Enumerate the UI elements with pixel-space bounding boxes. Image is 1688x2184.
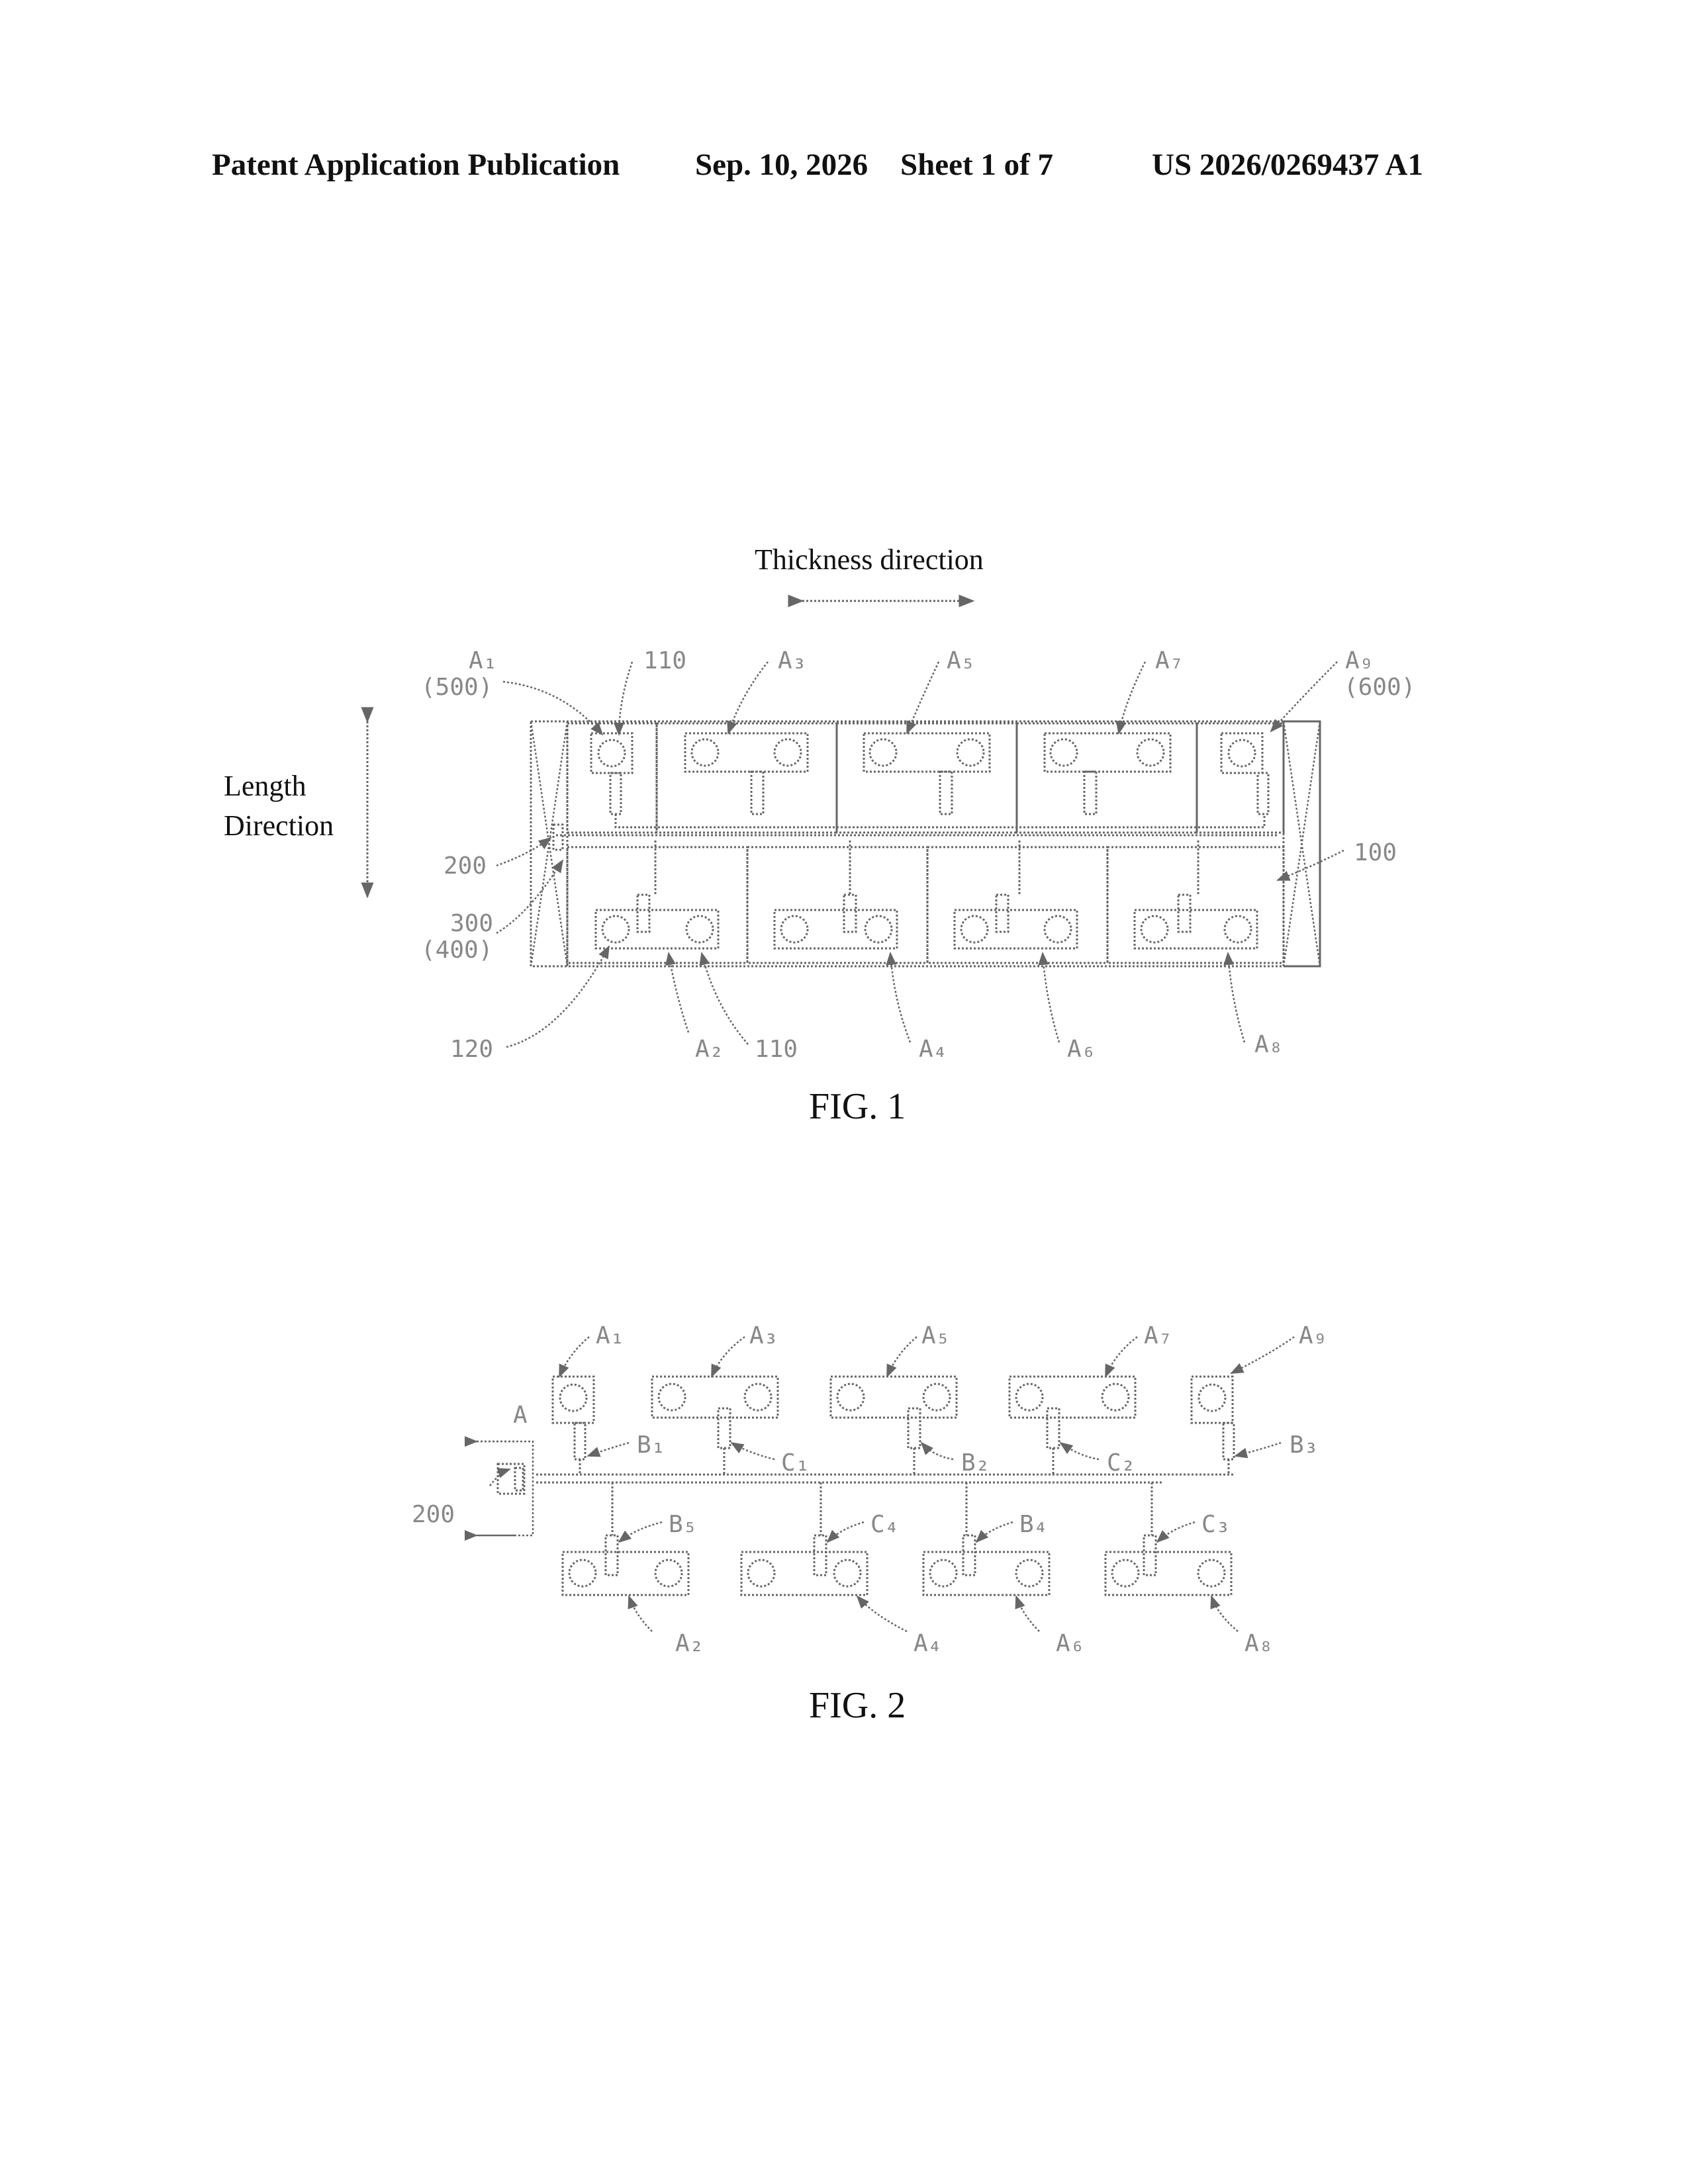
cell-a1	[567, 723, 657, 833]
fig2-label-a9: A₉	[1299, 1322, 1327, 1349]
fig2-label-a6: A₆	[1056, 1630, 1084, 1657]
label-400: (400)	[421, 936, 492, 964]
label-a3: A₃	[778, 647, 806, 674]
cell-a3	[657, 723, 837, 833]
label-a8: A₈	[1254, 1031, 1283, 1058]
fig2-label-a1: A₁	[596, 1322, 624, 1349]
fig2-label-a7: A₇	[1144, 1322, 1172, 1349]
label-300: 300	[450, 910, 493, 937]
fig2-label-b1: B₁	[637, 1432, 665, 1459]
label-a9: A₉	[1345, 647, 1374, 674]
fig2-label-b3: B₃	[1289, 1432, 1318, 1459]
fig2-label-a2: A₂	[675, 1630, 704, 1657]
cell-a2	[567, 847, 747, 963]
figure-2: A₁ A₃ A₅ A₇ A₉ A B₁ C₁ B₂ C₂ B₃ 200 B₅ C…	[412, 1322, 1327, 1657]
label-100: 100	[1354, 839, 1397, 866]
label-a6: A₆	[1067, 1036, 1096, 1063]
fig2-label-a3: A₃	[749, 1322, 778, 1349]
fig2-label-b5: B₅	[669, 1511, 697, 1538]
battery-pack-box-100	[531, 721, 1320, 966]
label-a4: A₄	[919, 1036, 947, 1063]
figure-1: A₁ (500) 110 A₃ A₅ A₇ A₉ (600) 100 200 3…	[367, 601, 1415, 1063]
label-a1-sub: (500)	[421, 674, 492, 701]
label-a2: A₂	[695, 1036, 724, 1063]
label-a1: A₁	[469, 647, 497, 674]
fig2-label-section-a: A	[513, 1402, 528, 1429]
label-120: 120	[450, 1036, 493, 1063]
fig2-label-200: 200	[412, 1501, 455, 1528]
fig2-label-c4: C₄	[870, 1511, 899, 1538]
label-110-top: 110	[643, 647, 686, 674]
fig2-label-a5: A₅	[921, 1322, 950, 1349]
label-110-bottom: 110	[755, 1036, 798, 1063]
fig2-label-a4: A₄	[914, 1630, 942, 1657]
fig2-label-b4: B₄	[1019, 1511, 1048, 1538]
label-a7: A₇	[1155, 647, 1184, 674]
fig2-label-b2: B₂	[961, 1449, 990, 1477]
fig2-label-c3: C₃	[1201, 1511, 1230, 1538]
fig2-label-c1: C₁	[781, 1449, 810, 1477]
label-a9-sub: (600)	[1344, 674, 1415, 701]
label-a5: A₅	[947, 647, 975, 674]
connector-200	[553, 825, 563, 850]
fig2-label-c2: C₂	[1107, 1449, 1135, 1477]
fig2-label-a8: A₈	[1244, 1630, 1273, 1657]
label-200: 200	[444, 852, 487, 880]
